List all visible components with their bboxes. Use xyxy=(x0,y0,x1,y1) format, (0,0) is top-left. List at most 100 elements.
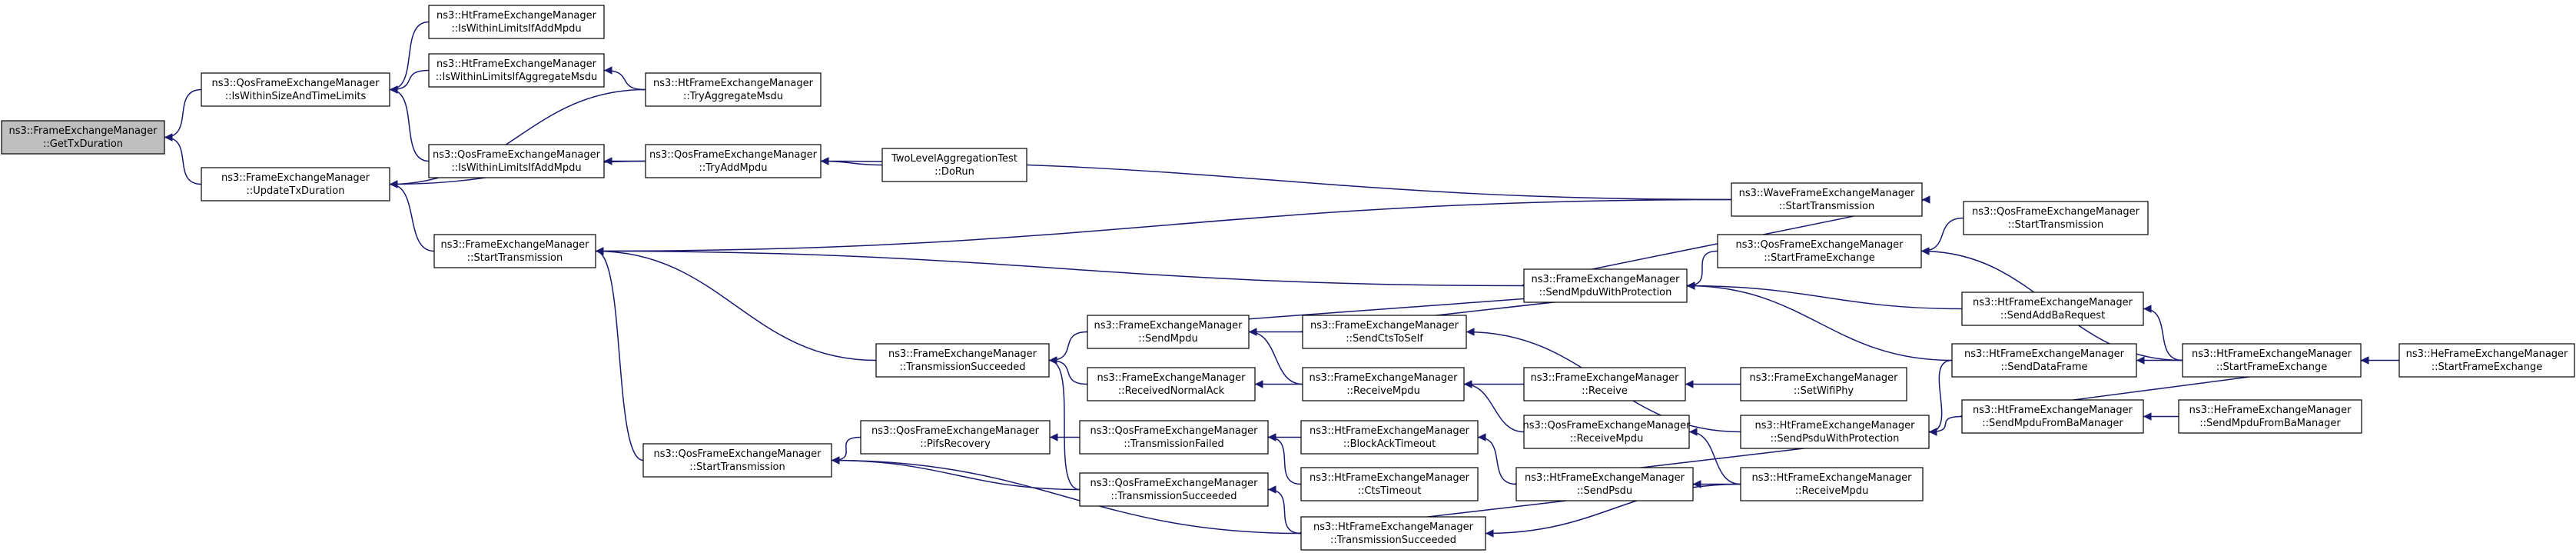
call-edge xyxy=(1920,217,1964,255)
node-box xyxy=(433,234,596,268)
function-node[interactable]: ns3::FrameExchangeManager::Receive xyxy=(1523,367,1686,401)
function-node[interactable]: ns3::HtFrameExchangeManager::ReceiveMpdu xyxy=(1740,467,1924,501)
node-method-label: ::TransmissionFailed xyxy=(1124,438,1223,450)
node-method-label: ::Receive xyxy=(1582,385,1628,397)
function-node[interactable]: ns3::HtFrameExchangeManager::Transmissio… xyxy=(1300,516,1486,551)
node-box xyxy=(2182,343,2362,378)
function-node[interactable]: ns3::FrameExchangeManager::UpdateTxDurat… xyxy=(201,167,390,202)
function-node[interactable]: ns3::FrameExchangeManager::SetWifiPhy xyxy=(1740,367,1907,401)
function-node[interactable]: ns3::QosFrameExchangeManager::Transmissi… xyxy=(1079,420,1269,455)
call-edge xyxy=(389,21,430,94)
node-class-label: ns3::HtFrameExchangeManager xyxy=(1525,472,1685,484)
function-node[interactable]: ns3::HtFrameExchangeManager::SendPsduWit… xyxy=(1740,415,1930,449)
call-edge xyxy=(1928,415,1963,436)
function-node[interactable]: ns3::HeFrameExchangeManager::StartFrameE… xyxy=(2398,343,2575,378)
node-class-label: ns3::HeFrameExchangeManager xyxy=(2406,348,2568,360)
node-box xyxy=(875,343,1050,378)
node-method-label: ::StartTransmission xyxy=(689,461,785,473)
call-edge xyxy=(1267,433,1302,485)
node-method-label: ::IsWithinLimitsIfAddMpdu xyxy=(451,162,581,174)
call-edge-path xyxy=(1920,217,1964,255)
node-layer: ns3::FrameExchangeManager::GetTxDuration… xyxy=(1,5,2575,551)
call-edge-path xyxy=(603,66,646,91)
function-node[interactable]: ns3::WaveFrameExchangeManager::StartTran… xyxy=(1731,182,1923,217)
call-edge xyxy=(603,66,646,91)
function-node[interactable]: ns3::FrameExchangeManager::SendCtsToSelf xyxy=(1302,315,1467,349)
function-node[interactable]: ns3::FrameExchangeManager::SendMpduWithP… xyxy=(1523,268,1688,303)
node-box xyxy=(1087,367,1256,401)
call-edge-path xyxy=(1928,359,1953,436)
call-edge-path xyxy=(595,247,1525,287)
node-box xyxy=(1079,472,1269,507)
node-class-label: ns3::QosFrameExchangeManager xyxy=(433,149,601,161)
node-method-label: ::BlockAckTimeout xyxy=(1343,438,1436,450)
node-method-label: ::IsWithinSizeAndTimeLimits xyxy=(225,91,367,102)
function-node[interactable]: ns3::QosFrameExchangeManager::Transmissi… xyxy=(1079,472,1269,507)
function-node[interactable]: ns3::FrameExchangeManager::ReceivedNorma… xyxy=(1087,367,1256,401)
call-edge-path xyxy=(1267,433,1302,485)
node-box xyxy=(1740,367,1907,401)
node-class-label: ns3::FrameExchangeManager xyxy=(1309,372,1458,384)
function-node[interactable]: ns3::QosFrameExchangeManager::IsWithinSi… xyxy=(201,72,390,107)
node-box xyxy=(1300,420,1479,455)
call-edge xyxy=(389,69,430,94)
function-node[interactable]: ns3::QosFrameExchangeManager::StartFrame… xyxy=(1717,234,1922,268)
call-edge-path xyxy=(1048,331,1088,365)
node-box xyxy=(1087,315,1250,349)
node-method-label: ::StartTransmission xyxy=(467,252,563,264)
function-node[interactable]: ns3::FrameExchangeManager::StartTransmis… xyxy=(433,234,596,268)
function-node[interactable]: ns3::QosFrameExchangeManager::StartTrans… xyxy=(1963,201,2149,235)
call-edge xyxy=(389,180,435,252)
call-edge-path xyxy=(1485,483,1741,538)
node-class-label: ns3::FrameExchangeManager xyxy=(8,125,158,137)
node-class-label: ns3::QosFrameExchangeManager xyxy=(1972,206,2140,218)
function-node[interactable]: ns3::FrameExchangeManager::ReceiveMpdu xyxy=(1302,367,1465,401)
function-node[interactable]: ns3::HtFrameExchangeManager::SendMpduFro… xyxy=(1961,399,2144,434)
function-node[interactable]: ns3::HtFrameExchangeManager::StartFrameE… xyxy=(2182,343,2362,378)
node-class-label: ns3::HtFrameExchangeManager xyxy=(1755,420,1916,431)
function-node[interactable]: TwoLevelAggregationTest::DoRun xyxy=(881,148,1027,182)
function-node[interactable]: ns3::HtFrameExchangeManager::TryAggregat… xyxy=(645,72,822,107)
node-box xyxy=(1,120,165,155)
call-edge-path xyxy=(2143,305,2183,361)
call-edge xyxy=(831,436,861,465)
function-node[interactable]: ns3::QosFrameExchangeManager::TryAddMpdu xyxy=(645,144,822,178)
node-method-label: ::TransmissionSucceeded xyxy=(899,361,1025,373)
node-box xyxy=(860,420,1051,455)
node-method-label: ::CtsTimeout xyxy=(1358,485,1422,497)
function-node[interactable]: ns3::HeFrameExchangeManager::SendMpduFro… xyxy=(2178,399,2362,434)
function-node[interactable]: ns3::QosFrameExchangeManager::ReceiveMpd… xyxy=(1522,415,1691,449)
function-node[interactable]: ns3::HtFrameExchangeManager::SendDataFra… xyxy=(1951,343,2137,378)
call-edge xyxy=(1267,485,1302,535)
call-edge-path xyxy=(1688,428,1741,485)
node-method-label: ::StartFrameExchange xyxy=(1764,252,1875,264)
function-node[interactable]: ns3::QosFrameExchangeManager::PifsRecove… xyxy=(860,420,1051,455)
function-node[interactable]: ns3::QosFrameExchangeManager::IsWithinLi… xyxy=(428,144,605,178)
call-edge xyxy=(831,456,1302,535)
node-class-label: ns3::QosFrameExchangeManager xyxy=(211,78,380,89)
node-class-label: ns3::HtFrameExchangeManager xyxy=(653,78,814,89)
function-node[interactable]: ns3::HtFrameExchangeManager::CtsTimeout xyxy=(1300,467,1479,501)
node-class-label: ns3::HtFrameExchangeManager xyxy=(1313,521,1474,533)
call-edge-path xyxy=(1048,356,1081,491)
function-node[interactable]: ns3::HtFrameExchangeManager::IsWithinLim… xyxy=(428,5,605,39)
node-class-label: ns3::FrameExchangeManager xyxy=(1531,274,1680,285)
node-box xyxy=(1523,268,1688,303)
function-node[interactable]: ns3::HtFrameExchangeManager::BlockAckTim… xyxy=(1300,420,1479,455)
node-box xyxy=(201,72,390,107)
node-box xyxy=(1731,182,1923,217)
function-node[interactable]: ns3::FrameExchangeManager::TransmissionS… xyxy=(875,343,1050,378)
function-node[interactable]: ns3::QosFrameExchangeManager::StartTrans… xyxy=(642,443,832,478)
call-edge-path xyxy=(1048,356,1088,385)
call-edge xyxy=(2143,305,2183,361)
node-method-label: ::IsWithinLimitsIfAddMpdu xyxy=(451,23,581,35)
function-node[interactable]: ns3::FrameExchangeManager::SendMpdu xyxy=(1087,315,1250,349)
node-class-label: ns3::QosFrameExchangeManager xyxy=(653,448,822,460)
call-edge xyxy=(1686,281,1953,361)
node-box xyxy=(1961,399,2144,434)
function-node[interactable]: ns3::HtFrameExchangeManager::SendAddBaRe… xyxy=(1961,291,2144,326)
function-node[interactable]: ns3::HtFrameExchangeManager::IsWithinLim… xyxy=(428,53,605,88)
node-method-label: ::SendAddBaRequest xyxy=(2000,310,2105,321)
function-node[interactable]: ns3::HtFrameExchangeManager::SendPsdu xyxy=(1515,467,1694,501)
root-function-node[interactable]: ns3::FrameExchangeManager::GetTxDuration xyxy=(1,120,165,155)
